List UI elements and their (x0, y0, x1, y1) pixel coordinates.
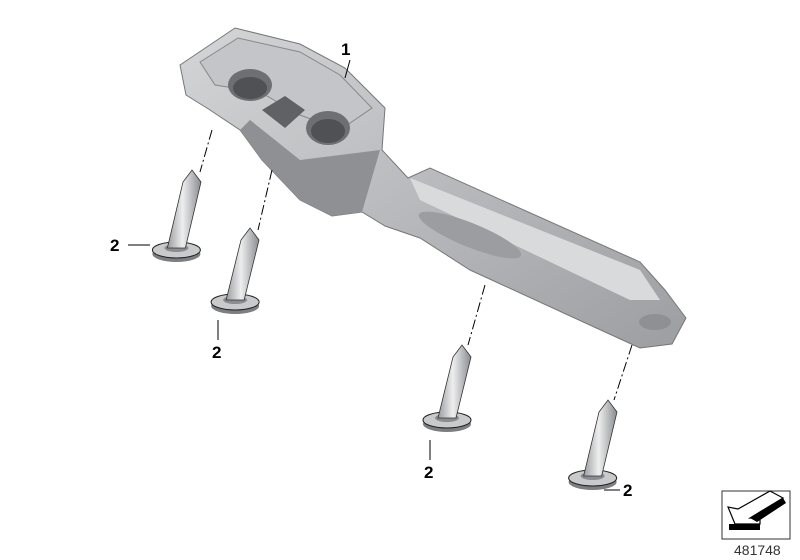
callout-1: 1 (341, 40, 350, 59)
bolt-part-2 (151, 169, 202, 262)
callout-leaders (128, 244, 620, 491)
bolt-part-2 (422, 344, 472, 432)
callout-2: 2 (623, 481, 632, 500)
bolt-part-2 (568, 399, 618, 490)
diagram-number: 481748 (734, 542, 781, 558)
leader-lines (199, 59, 633, 401)
callout-2: 2 (424, 463, 433, 482)
bolt-part-2 (210, 227, 260, 314)
callout-2: 2 (212, 343, 221, 362)
bracket-part-1 (179, 27, 687, 349)
arrow-pointer-icon (721, 490, 791, 540)
callout-2: 2 (110, 236, 119, 255)
